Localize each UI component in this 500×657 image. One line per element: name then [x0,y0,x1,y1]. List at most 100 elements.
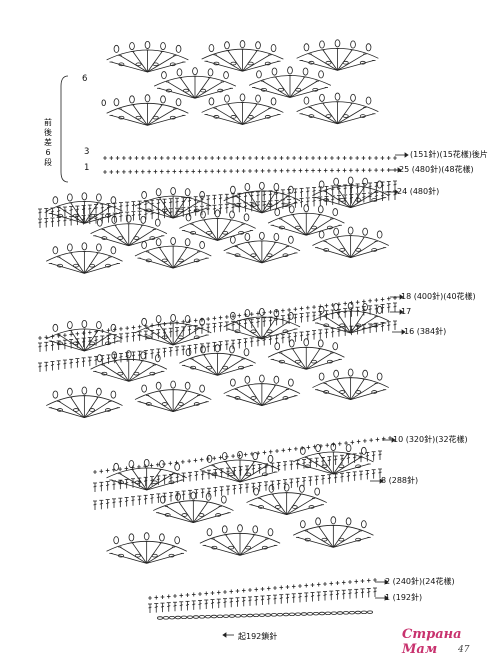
puff-stitch [273,232,280,241]
fan-ray-stitch [262,80,291,98]
stitch-slash [206,198,210,201]
fan-ray-stitch [178,501,194,523]
puff-stitch [318,372,325,381]
fan-ray-stitch [242,103,258,125]
stitch-slash [75,208,79,211]
chain-stitch [342,114,349,118]
stitch-slash [393,193,397,196]
row-label-25: 25 (480針)(48花樣) [399,165,474,174]
chain-stitch [89,263,96,268]
puff-stitch [244,232,251,241]
stitch-slash [356,186,360,189]
puff-stitch [267,454,274,463]
puff-stitch [208,44,215,53]
stitch-slash [243,341,248,344]
puff-stitch [144,94,151,103]
stitch-slash [256,339,260,342]
fan-ray-stitch [203,354,218,376]
puff-stitch [350,40,356,49]
stitch-slash [218,197,223,200]
fan-ray-stitch [297,536,334,548]
puff-stitch [243,213,250,222]
puff-stitch [52,246,59,255]
stitch-slash [374,325,378,328]
fan-ray-stitch [350,382,377,401]
stitch-slash [264,484,268,487]
fan-ray-stitch [337,102,353,124]
stitch-slash [162,331,167,334]
arrow-right-icon [399,294,404,300]
stitch-slash [353,474,357,477]
chain-stitch [133,236,140,240]
chain-stitch [206,365,213,370]
fan-ray-stitch [275,76,291,98]
foundation-chain-stitch [318,611,325,616]
stitch-slash [362,327,366,330]
puff-stitch [185,348,192,357]
stitch-slash [44,211,48,213]
stitch-slash [88,359,92,362]
fan-ray-stitch [297,463,334,475]
stitch-slash [112,501,116,504]
fan-ray-stitch [239,538,268,556]
stitch-slash [327,477,331,480]
stitch-slash [368,308,372,311]
foundation-chain-stitch [336,611,343,615]
stitch-slash [315,460,319,463]
stitch-slash [150,479,154,481]
chain-stitch [135,115,142,120]
fan-ray-stitch [217,358,244,376]
chain-stitch [164,513,171,517]
chain-stitch [274,505,281,509]
puff-stitch [345,444,352,453]
stitch-slash [154,606,158,608]
stitch-slash [163,495,167,498]
foundation-chain-stitch [330,611,337,615]
puff-stitch [332,208,339,217]
stitch-slash [275,202,279,205]
puff-stitch [192,67,198,76]
fan-ray-stitch [306,530,334,548]
chain-stitch [291,505,298,509]
puff-stitch [244,182,251,191]
stitch-slash [343,187,347,190]
stitch-slash [194,209,198,212]
stitch-slash [125,214,129,217]
fan-ray-stitch [242,60,280,72]
fan-ray-stitch [204,544,241,556]
stitch-slash [243,195,248,198]
stitch-slash [251,485,255,488]
side-note-text: 前後差6段 [44,118,52,167]
chain-stitch [149,236,156,240]
puff-stitch [361,520,367,529]
stitch-slash [57,220,61,222]
stitch-slash [329,593,333,596]
stitch-slash [156,496,160,499]
chain-stitch [152,115,159,120]
stitch-slash [281,336,285,339]
chain-stitch [355,390,362,394]
stitch-slash [75,218,79,221]
stitch-slash [296,462,300,465]
stitch-slash [306,200,310,203]
stitch-slash [38,211,42,214]
puff-stitch [224,94,230,103]
stitch-slash [231,323,235,326]
stitch-slash [138,353,142,356]
foundation-chain-stitch [300,612,307,616]
chain-stitch [308,114,315,118]
stitch-slash [207,472,211,475]
stitch-slash [156,332,160,335]
stitch-slash [378,471,382,474]
fan-ray-stitch [289,87,327,98]
puff-stitch [141,191,147,200]
puff-stitch [154,218,161,227]
row-label-2: 2 (240針)(24花樣) [385,577,455,586]
fan-ray-stitch [236,322,263,340]
stitch-slash [239,487,243,490]
chain-stitch [149,371,156,376]
chain-stitch [200,88,207,93]
stitch-slash [44,221,48,223]
puff-stitch [141,241,147,250]
chain-arc [223,240,301,252]
